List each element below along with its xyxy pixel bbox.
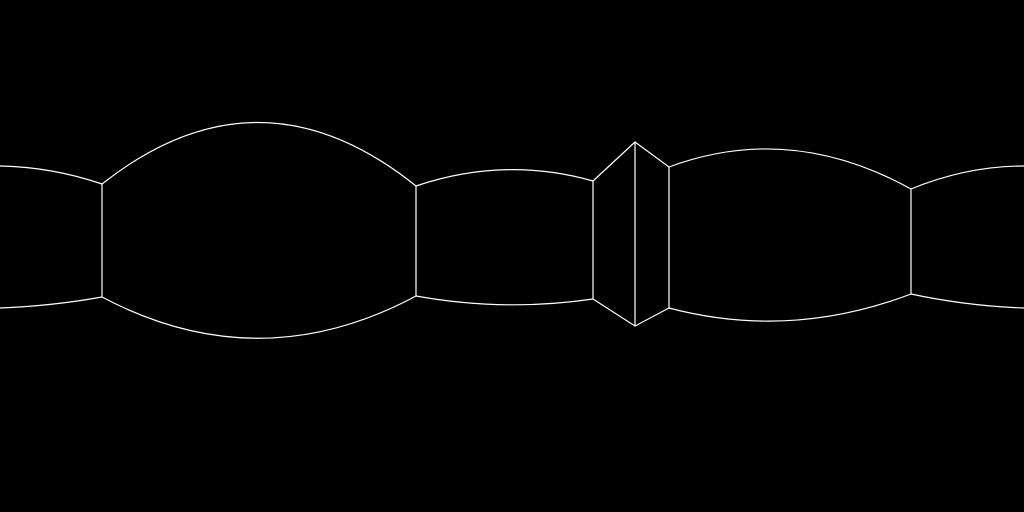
ceiling-edge-wall-5 xyxy=(668,148,912,190)
ceiling-edge-wall-4 xyxy=(634,141,670,168)
floor-edge-right-wrap xyxy=(910,293,1024,309)
floor-edge-wall-2 xyxy=(415,295,594,306)
ceiling-edge-wall-2 xyxy=(415,169,594,187)
floor-edge-left-wrap xyxy=(0,296,103,309)
ceiling-edge-right-wrap xyxy=(910,165,1024,190)
ceiling-edge-left-wrap xyxy=(0,165,103,185)
ceiling-edge-wall-3 xyxy=(592,141,636,182)
floor-edge-wall-5 xyxy=(668,293,912,322)
floor-edge-wall-1 xyxy=(101,295,417,339)
floor-edge-wall-4 xyxy=(634,307,670,327)
floor-edge-wall-3 xyxy=(592,298,636,327)
ceiling-edge-wall-1 xyxy=(101,121,417,187)
